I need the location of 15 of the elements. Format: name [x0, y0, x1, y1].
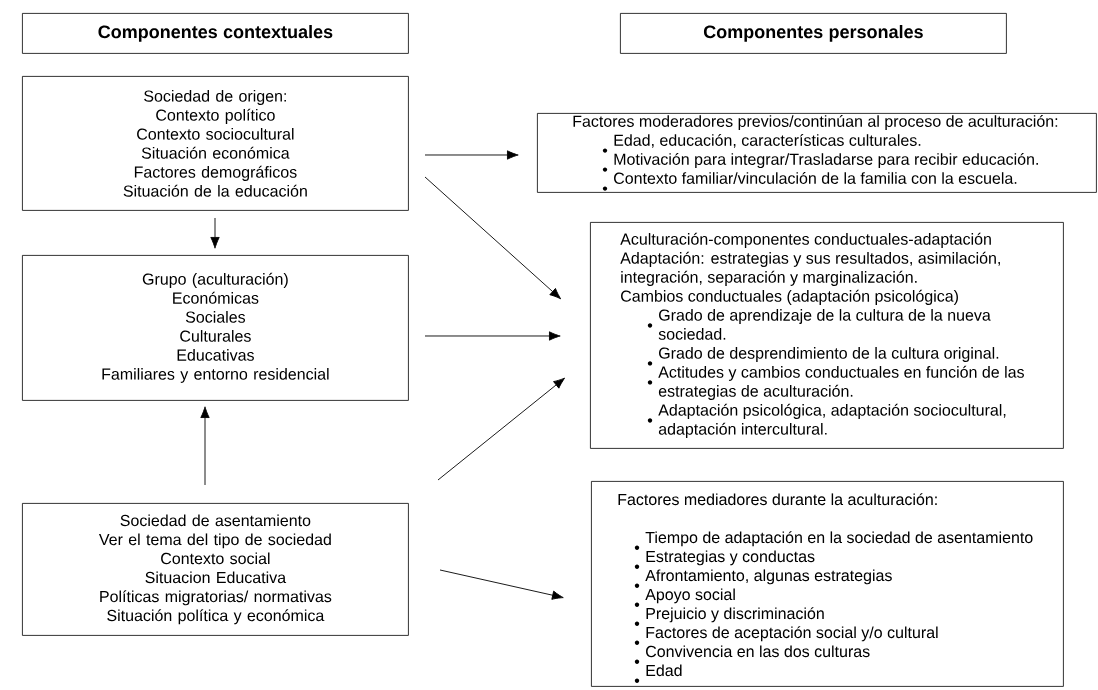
header-box: Componentes personales	[620, 13, 1007, 54]
text-box: Sociedad de asentamiento Ver el tema del tipo de sociedad Contexto social Situacion Educativa Políticas migratorias/ normativas Situación política y económica	[22, 503, 409, 636]
arrow	[424, 150, 519, 160]
arrow	[210, 217, 220, 249]
text-box: Aculturación-componentes conductuales-adaptación Adaptación: estrategias y sus resultados, asimilación, integración, separación y marginalización. Cambios conductuales (adaptación psicológica) Grado de aprendizaje de la cultura de la nueva sociedad. Grado de desprendimiento de la cultura original. Actitudes y cambios conductuales en función de las estrategias de aculturación. Adaptación psicológica, adaptación sociocultural, adaptación intercultural.	[590, 222, 1064, 449]
text-box: Grupo (aculturación) Económicas Sociales Culturales Educativas Familiares y entorno residencial	[22, 255, 409, 401]
text-box: Sociedad de origen: Contexto político Contexto sociocultural Situación económica Factores demográficos Situación de la educación	[22, 76, 409, 211]
arrow	[424, 176, 562, 300]
arrow	[437, 377, 566, 481]
arrow	[424, 331, 561, 341]
text-box: Factores mediadores durante la aculturación: Tiempo de adaptación en la sociedad de asentamiento Estrategias y conductas Afrontamiento, algunas estrategias Apoyo social Prejuicio y discriminación Factores de aceptación social y/o cultural Convivencia en las dos culturas Edad	[591, 481, 1064, 687]
header-box: Componentes contextuales	[22, 13, 409, 54]
arrow	[200, 406, 210, 486]
arrow	[439, 569, 564, 600]
text-box: Factores moderadores previos/continúan al proceso de aculturación: Edad, educación, características culturales. Motivación para integrar/Trasladarse para recibir educación. Contexto familiar/vinculación de la familia con la escuela.	[537, 113, 1097, 193]
